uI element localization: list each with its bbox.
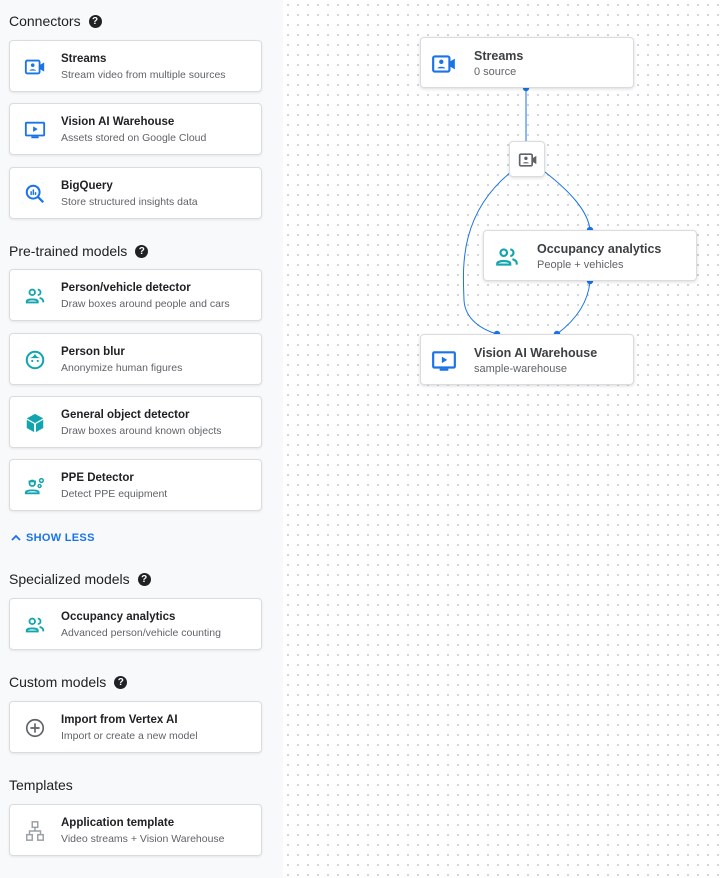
hierarchy-icon (26, 821, 44, 841)
video-camera-icon (432, 55, 455, 73)
edge-occupancy-to-warehouse (556, 280, 591, 335)
cube-icon (26, 413, 44, 433)
card-occupancy-analytics[interactable]: Occupancy analytics Advanced person/vehi… (9, 598, 262, 650)
edge-stream-node-to-occupancy (544, 171, 591, 231)
section-templates: Templates (9, 777, 73, 793)
help-icon[interactable]: ? (114, 675, 128, 689)
video-camera-icon (24, 59, 45, 75)
card-ppe-detector[interactable]: PPE Detector Detect PPE equipment (9, 459, 262, 511)
card-general-object-detector[interactable]: General object detector Draw boxes aroun… (9, 396, 262, 448)
card-vision-ai-warehouse[interactable]: Vision AI Warehouse Assets stored on Goo… (9, 103, 262, 155)
component-sidebar: Connectors? Streams Stream video from mu… (0, 0, 283, 878)
section-specialized: Specialized models? (9, 571, 151, 587)
help-icon[interactable]: ? (88, 14, 102, 28)
card-streams[interactable]: Streams Stream video from multiple sourc… (9, 40, 262, 92)
people-icon (25, 617, 45, 633)
monitor-play-icon (432, 351, 456, 371)
chevron-up-icon (11, 534, 21, 541)
card-bigquery[interactable]: BigQuery Store structured insights data (9, 167, 262, 219)
node-stream-input[interactable] (509, 141, 545, 177)
card-person-blur[interactable]: Person blur Anonymize human figures (9, 333, 262, 385)
show-less-button[interactable]: SHOW LESS (10, 532, 95, 544)
node-occupancy-analytics[interactable]: Occupancy analytics People + vehicles (483, 230, 697, 281)
graph-edges (462, 84, 594, 338)
bigquery-icon (25, 184, 45, 204)
edge-stream-node-to-warehouse (462, 171, 512, 335)
pipeline-canvas[interactable]: Streams 0 source Occupancy analytics Peo… (283, 0, 725, 878)
section-custom: Custom models? (9, 674, 128, 690)
card-person-vehicle-detector[interactable]: Person/vehicle detector Draw boxes aroun… (9, 269, 262, 321)
node-streams[interactable]: Streams 0 source (420, 37, 634, 88)
section-pretrained: Pre-trained models? (9, 243, 149, 259)
section-connectors: Connectors? (9, 13, 102, 29)
face-icon (25, 350, 45, 370)
card-application-template[interactable]: Application template Video streams + Vis… (9, 804, 262, 856)
ppe-icon (24, 477, 44, 495)
add-circle-icon (25, 718, 45, 738)
help-icon[interactable]: ? (135, 244, 149, 258)
people-icon (25, 288, 45, 304)
people-icon (496, 248, 518, 266)
monitor-play-icon (24, 121, 46, 139)
card-import-vertex-ai[interactable]: Import from Vertex AI Import or create a… (9, 701, 262, 753)
help-icon[interactable]: ? (137, 572, 151, 586)
video-camera-icon (518, 153, 537, 167)
node-vision-ai-warehouse[interactable]: Vision AI Warehouse sample-warehouse (420, 334, 634, 385)
